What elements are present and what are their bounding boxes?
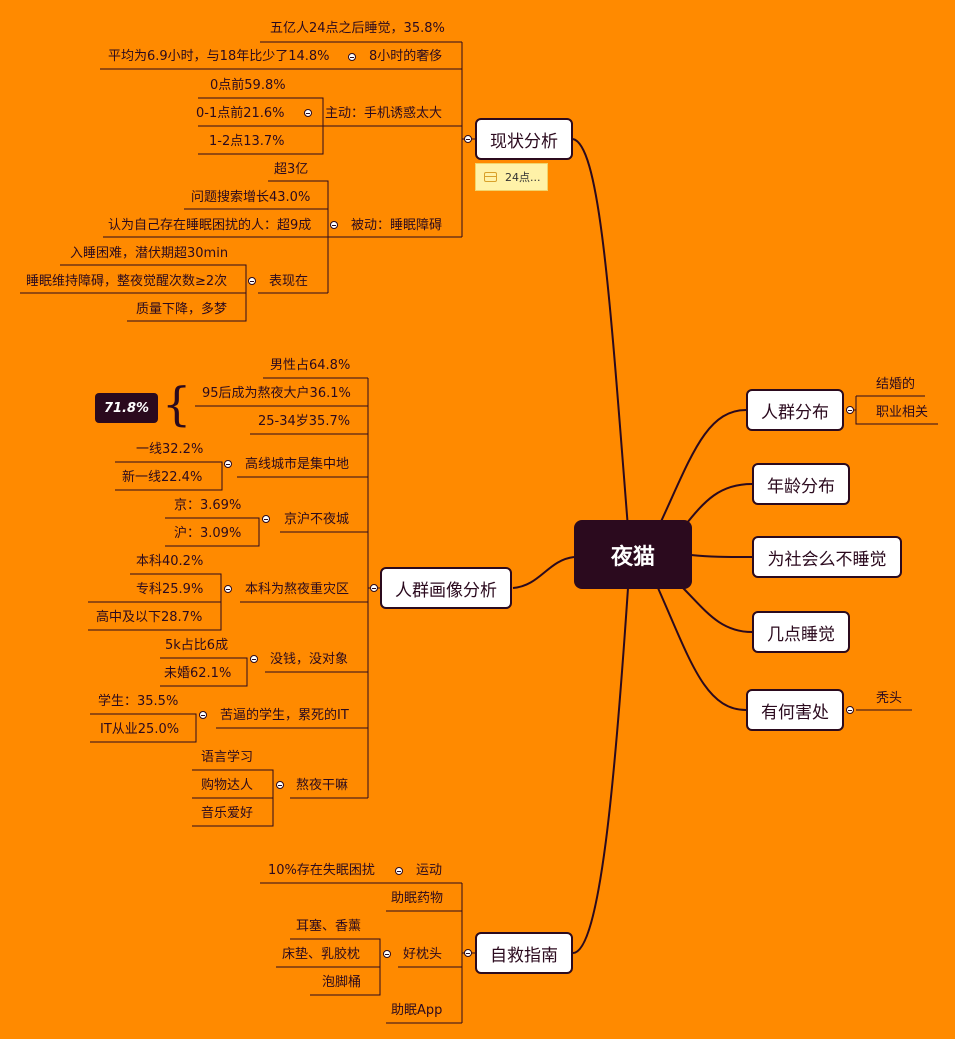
leaf-new-tier1[interactable]: 新一线22.4% — [122, 470, 203, 485]
leaf-it[interactable]: IT从业25.0% — [100, 722, 180, 737]
leaf-music[interactable]: 音乐爱好 — [201, 806, 254, 821]
connector-root-portrait — [512, 556, 575, 589]
branch-city-tier[interactable]: 高线城市是集中地 — [245, 457, 350, 472]
branch-bj-sh[interactable]: 京沪不夜城 — [284, 512, 350, 527]
collapse-toggle[interactable] — [464, 949, 472, 957]
note-icon — [484, 172, 497, 182]
connector-root-why — [690, 554, 753, 558]
leaf-shanghai[interactable]: 沪：3.09% — [174, 526, 242, 541]
collapse-toggle[interactable] — [330, 221, 338, 229]
connector-root-selfhelp — [572, 587, 629, 954]
collapse-toggle[interactable] — [262, 515, 270, 523]
leaf-5k[interactable]: 5k占比6成 — [165, 638, 229, 653]
connector-root-harm — [657, 587, 747, 711]
collapse-toggle[interactable] — [250, 655, 258, 663]
branch-exercise[interactable]: 运动 — [416, 863, 443, 878]
branch-passive[interactable]: 被动：睡眠障碍 — [351, 218, 443, 233]
leaf-bald[interactable]: 秃头 — [876, 691, 903, 706]
branch-app[interactable]: 助眠App — [391, 1003, 443, 1018]
leaf-before-0[interactable]: 0点前59.8% — [210, 78, 286, 93]
leaf-high-school[interactable]: 高中及以下28.7% — [96, 610, 203, 625]
leaf-tier1[interactable]: 一线32.2% — [136, 442, 204, 457]
leaf-beijing[interactable]: 京：3.69% — [174, 498, 242, 513]
connector-root-status — [572, 138, 629, 529]
collapse-toggle[interactable] — [370, 584, 378, 592]
node-harm[interactable]: 有何害处 — [746, 689, 844, 731]
leaf-wakeups[interactable]: 睡眠维持障碍，整夜觉醒次数≥2次 — [26, 274, 228, 289]
collapse-toggle[interactable] — [248, 277, 256, 285]
leaf-avg-sleep[interactable]: 平均为6.9小时，与18年比少了14.8% — [108, 49, 330, 64]
leaf-college[interactable]: 专科25.9% — [136, 582, 204, 597]
leaf-after-midnight[interactable]: 五亿人24点之后睡觉，35.8% — [270, 21, 445, 36]
summary-badge[interactable]: 71.8% — [95, 393, 158, 423]
leaf-age-25-34[interactable]: 25-34岁35.7% — [258, 414, 351, 429]
collapse-toggle[interactable] — [304, 109, 312, 117]
root-node[interactable]: 夜猫 — [574, 520, 692, 589]
leaf-over-90pct[interactable]: 认为自己存在睡眠困扰的人：超9成 — [108, 218, 312, 233]
collapse-toggle[interactable] — [395, 867, 403, 875]
branch-money[interactable]: 没钱，没对象 — [270, 652, 349, 667]
leaf-insomnia[interactable]: 10%存在失眠困扰 — [268, 863, 375, 878]
branch-pillow[interactable]: 好枕头 — [403, 947, 443, 962]
summary-brace: { — [162, 377, 192, 431]
note-attachment[interactable]: 24点... — [475, 163, 548, 191]
leaf-married[interactable]: 结婚的 — [876, 377, 916, 392]
node-why-not-sleep[interactable]: 为社会么不睡觉 — [752, 536, 902, 578]
collapse-toggle[interactable] — [846, 406, 854, 414]
connector-root-crowd — [657, 409, 747, 529]
branch-medicine[interactable]: 助眠药物 — [391, 891, 444, 906]
leaf-language[interactable]: 语言学习 — [201, 750, 254, 765]
leaf-mattress[interactable]: 床垫、乳胶枕 — [282, 947, 361, 962]
leaf-hard-to-fall-asleep[interactable]: 入睡困难，潜伏期超30min — [70, 246, 229, 261]
branch-occupation[interactable]: 苦逼的学生，累死的IT — [220, 708, 349, 723]
node-crowd-portrait[interactable]: 人群画像分析 — [380, 567, 512, 609]
branch-education[interactable]: 本科为熬夜重灾区 — [245, 582, 350, 597]
branch-activities[interactable]: 熬夜干嘛 — [296, 778, 349, 793]
node-status-analysis[interactable]: 现状分析 — [475, 118, 573, 160]
leaf-quality-drop[interactable]: 质量下降，多梦 — [136, 302, 228, 317]
leaf-male[interactable]: 男性占64.8% — [270, 358, 351, 373]
leaf-1-2[interactable]: 1-2点13.7% — [209, 134, 285, 149]
leaf-post95[interactable]: 95后成为熬夜大户36.1% — [202, 386, 351, 401]
leaf-0-1[interactable]: 0-1点前21.6% — [196, 106, 285, 121]
leaf-over-300m[interactable]: 超3亿 — [274, 162, 309, 177]
collapse-toggle[interactable] — [383, 950, 391, 958]
branch-luxury-8h[interactable]: 8小时的奢侈 — [369, 49, 443, 64]
collapse-toggle[interactable] — [199, 711, 207, 719]
leaf-shopping[interactable]: 购物达人 — [201, 778, 254, 793]
collapse-toggle[interactable] — [348, 53, 356, 61]
collapse-toggle[interactable] — [846, 706, 854, 714]
collapse-toggle[interactable] — [276, 781, 284, 789]
leaf-occupation[interactable]: 职业相关 — [876, 405, 929, 420]
leaf-students[interactable]: 学生：35.5% — [98, 694, 179, 709]
connector-root-age — [682, 483, 753, 529]
leaf-search-growth[interactable]: 问题搜索增长43.0% — [191, 190, 311, 205]
note-text: 24点... — [505, 171, 541, 184]
collapse-toggle[interactable] — [224, 460, 232, 468]
leaf-bachelor[interactable]: 本科40.2% — [136, 554, 204, 569]
node-age-distribution[interactable]: 年龄分布 — [752, 463, 850, 505]
leaf-foot-bath[interactable]: 泡脚桶 — [322, 975, 362, 990]
branch-symptoms[interactable]: 表现在 — [269, 274, 309, 289]
leaf-earplugs[interactable]: 耳塞、香薰 — [296, 919, 362, 934]
collapse-toggle[interactable] — [224, 585, 232, 593]
leaf-unmarried[interactable]: 未婚62.1% — [164, 666, 232, 681]
connector-root-when — [682, 587, 753, 633]
node-when-sleep[interactable]: 几点睡觉 — [752, 611, 850, 653]
collapse-toggle[interactable] — [464, 135, 472, 143]
branch-active[interactable]: 主动：手机诱惑太大 — [325, 106, 443, 121]
node-crowd-distribution[interactable]: 人群分布 — [746, 389, 844, 431]
node-self-help[interactable]: 自救指南 — [475, 932, 573, 974]
